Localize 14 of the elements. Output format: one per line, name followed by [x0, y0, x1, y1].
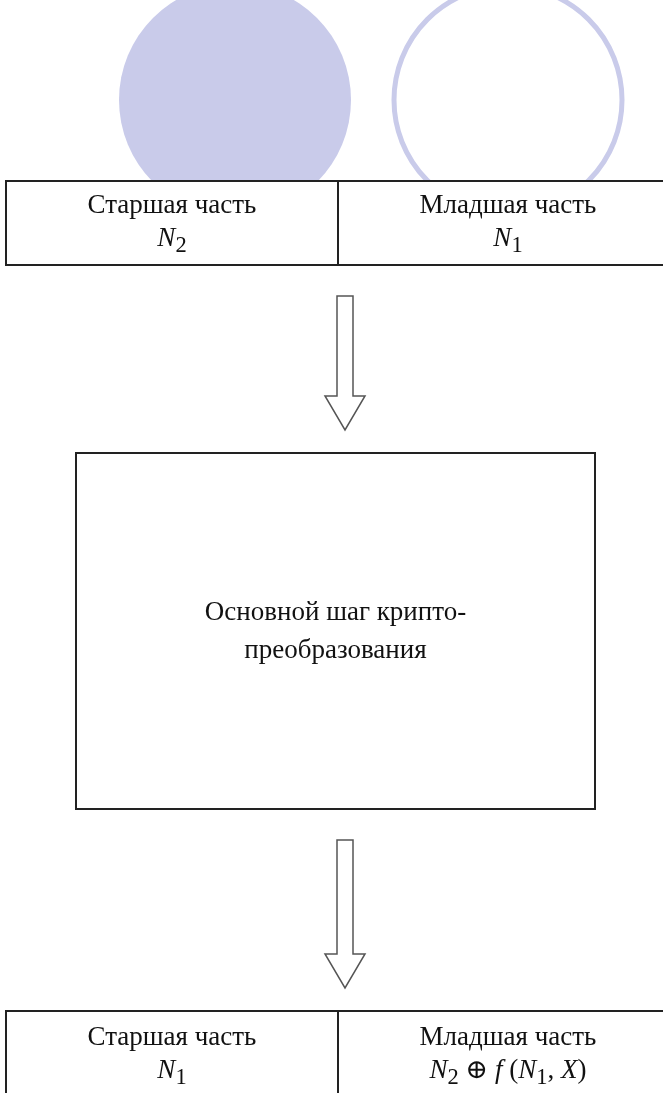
hollow-arrow — [323, 839, 367, 990]
part-label: Старшая часть — [87, 1020, 257, 1053]
table-row — [5, 1010, 663, 1093]
formula: N$_{1}$ — [157, 1052, 187, 1090]
formula: N$_{2}$ ⊕ f (N$_{1}$, X) — [429, 1052, 587, 1090]
formula: N$_{1}$ — [493, 220, 523, 258]
part-label: Старшая часть — [87, 188, 257, 221]
formula: N$_{2}$ — [157, 220, 187, 258]
hollow-arrow — [323, 295, 367, 432]
part-label: Младшая часть — [419, 188, 597, 221]
process-box — [75, 452, 596, 810]
table-row — [5, 180, 663, 266]
part-label: Младшая часть — [419, 1020, 597, 1053]
process-label: Основной шаг крипто-преобразования — [203, 595, 468, 666]
